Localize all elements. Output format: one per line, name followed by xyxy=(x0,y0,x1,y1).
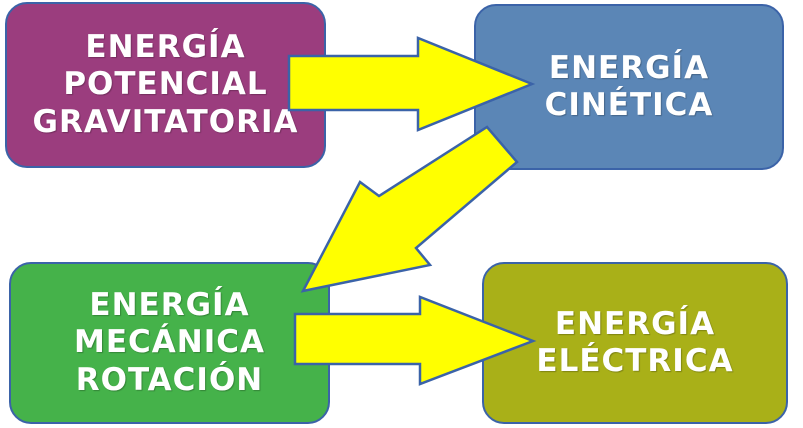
node-label-line: ENERGÍA xyxy=(85,29,246,66)
node-label-line: ROTACIÓN xyxy=(75,361,264,398)
node-label-line: ENERGÍA xyxy=(548,49,710,86)
node-label-line: ELÉCTRICA xyxy=(536,343,734,379)
node-label-line: MECÁNICA xyxy=(74,324,265,361)
node-energia-potencial-gravitatoria: ENERGÍA POTENCIAL GRAVITATORIA xyxy=(5,2,326,168)
node-label-line: ENERGÍA xyxy=(554,305,716,342)
node-label-line: CINÉTICA xyxy=(544,87,714,123)
node-energia-electrica: ENERGÍA ELÉCTRICA xyxy=(482,262,788,424)
node-energia-mecanica-rotacion: ENERGÍA MECÁNICA ROTACIÓN xyxy=(9,262,330,424)
node-label-line: ENERGÍA xyxy=(89,287,250,324)
node-label-line: GRAVITATORIA xyxy=(32,103,299,140)
node-energia-cinetica: ENERGÍA CINÉTICA xyxy=(474,4,784,170)
node-label-line: POTENCIAL xyxy=(63,66,268,103)
